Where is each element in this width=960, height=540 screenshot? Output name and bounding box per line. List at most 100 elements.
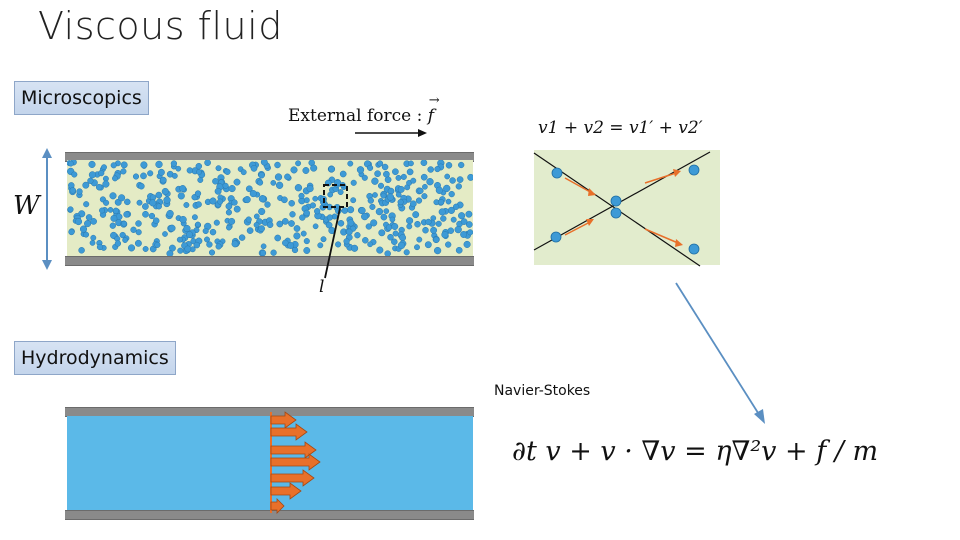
particle [240,169,247,176]
particle [152,217,160,224]
particle [78,247,85,254]
particle [228,217,236,225]
particle [249,190,257,198]
particle [194,190,202,197]
particle [412,211,420,219]
particle [367,241,373,248]
particle [460,231,468,238]
particle [425,218,432,226]
particle [354,232,361,239]
particle [186,167,193,174]
particle [422,183,428,190]
particle [270,180,277,186]
particle [395,191,402,198]
particle [176,236,183,243]
particle [214,187,222,195]
particle [383,208,390,214]
particle [437,199,445,206]
particle [347,160,354,167]
particle [84,220,92,228]
particle [309,202,316,209]
particle [448,190,455,198]
particle [410,177,417,184]
particle [420,173,428,181]
particle [274,173,283,181]
particle [326,214,334,221]
particle [351,244,359,252]
particle [367,164,374,171]
particle [449,177,456,184]
particle [122,237,128,243]
particle [377,182,385,189]
particle [90,218,97,225]
particle [295,160,302,167]
particle [291,246,299,254]
particle [245,185,253,193]
particle [288,220,295,227]
particle [380,213,388,221]
particle [400,173,407,180]
particle [226,224,232,231]
particle [445,198,452,205]
particle [88,160,96,168]
particle [414,220,421,228]
particle [274,234,282,242]
particle [447,227,455,234]
particle [140,172,147,180]
particle [149,199,157,207]
particle [303,209,310,217]
particle [282,239,289,247]
particle [312,195,319,202]
particle [175,165,182,172]
particle [365,223,372,230]
particle [177,247,184,254]
particle [228,185,236,193]
particle [443,184,451,193]
particle [452,203,460,210]
particle [155,203,162,210]
particle [79,225,88,233]
particle [213,219,220,226]
particle [299,214,306,221]
particle [215,243,222,250]
navier-stokes-label: Navier-Stokes [494,383,591,399]
collision-equation: v1 + v2 = v1′ + v2′ [538,118,703,138]
particle [370,219,378,227]
particle [455,183,462,190]
particle [209,197,217,205]
particle [243,196,251,204]
particle [238,234,246,241]
particle [426,178,434,186]
particle [186,231,193,239]
particle [253,221,260,228]
particle [109,192,117,200]
particle [123,211,130,218]
particle [415,197,423,204]
particle [397,199,404,206]
particle [163,196,171,204]
particle [258,207,266,216]
particle [339,170,347,178]
particle [287,242,295,249]
particle [69,187,77,194]
particle [196,169,202,175]
particle [434,166,441,173]
particle [118,194,126,202]
particle [406,217,414,225]
particle [204,160,211,167]
external-force-label: External force : →f [288,93,440,126]
particle [102,180,110,188]
particle [275,181,284,189]
particle [375,207,384,216]
particle [337,220,345,227]
particle [95,183,103,191]
particle [112,175,118,182]
particle [290,166,298,174]
particle [112,207,120,214]
particle [371,177,379,185]
particle [71,171,78,178]
particle [74,218,83,226]
